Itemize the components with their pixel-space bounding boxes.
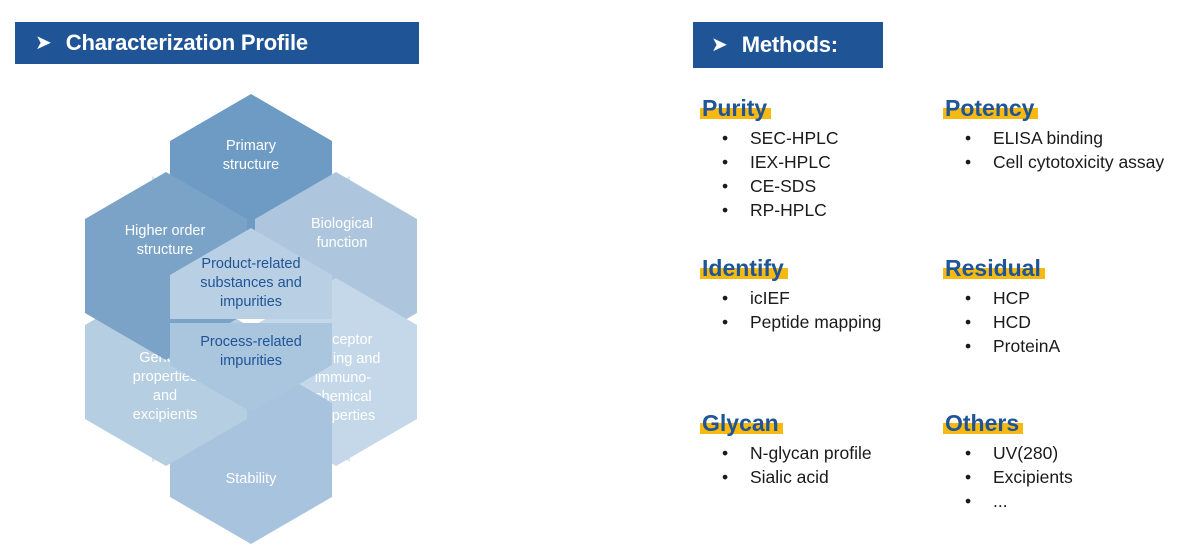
list-item-label: ...	[993, 491, 1008, 512]
list-item-label: Excipients	[993, 467, 1073, 488]
list-item-label: HCP	[993, 288, 1030, 308]
method-heading: Others	[943, 411, 1024, 435]
bullet-icon: •	[965, 467, 972, 488]
list-item-label: CE-SDS	[750, 176, 817, 197]
bullet-icon: •	[965, 312, 972, 333]
method-block-glycan: Glycan • N-glycan profile • Sialic acid	[700, 411, 935, 490]
list-item-label: UV(280)	[993, 443, 1059, 463]
list-item: • HCD	[943, 311, 1178, 334]
list-item: • ProteinA	[943, 335, 1178, 358]
list-item-label: ProteinA	[993, 336, 1061, 357]
list-item-label: ELISA binding	[993, 128, 1103, 148]
highlight-bar	[943, 108, 1039, 120]
svg-text:Primary: Primary	[226, 138, 277, 154]
bullet-icon: •	[722, 288, 729, 308]
list-item: • Peptide mapping	[700, 311, 935, 334]
svg-text:function: function	[317, 235, 368, 251]
method-item-list: • icIEF • Peptide mapping	[700, 287, 935, 334]
list-item: • RP-HPLC	[700, 199, 935, 222]
method-block-residual: Residual • HCP • HCD • ProteinA	[943, 256, 1178, 359]
bullet-icon: •	[722, 128, 729, 148]
svg-text:structure: structure	[137, 242, 193, 258]
bullet-icon: •	[965, 152, 972, 173]
methods-title: Methods:	[741, 32, 838, 57]
method-heading: Purity	[700, 96, 772, 120]
method-heading: Potency	[943, 96, 1039, 120]
bullet-icon: •	[965, 443, 972, 463]
list-item-label: N-glycan profile	[750, 443, 872, 463]
svg-text:Stability: Stability	[226, 471, 278, 487]
methods-grid: Purity • SEC-HPLC • IEX-HPLC • CE-SDS • RP-H…	[700, 96, 1190, 548]
list-item: • N-glycan profile	[700, 442, 935, 465]
highlight-bar	[943, 268, 1045, 280]
list-item-label: HCD	[993, 312, 1031, 333]
method-block-purity: Purity • SEC-HPLC • IEX-HPLC • CE-SDS • RP-H…	[700, 96, 935, 223]
svg-text:Higher order: Higher order	[125, 223, 206, 239]
bullet-icon: •	[722, 176, 729, 197]
svg-text:excipients: excipients	[133, 407, 197, 423]
method-block-potency: Potency • ELISA binding • Cell cytotoxicit…	[943, 96, 1178, 175]
list-item-label: Peptide mapping	[750, 312, 882, 333]
list-item: • Sialic acid	[700, 466, 935, 489]
list-item-label: SEC-HPLC	[750, 128, 839, 148]
arrow-right-icon: ➤	[35, 32, 52, 54]
bullet-icon: •	[965, 491, 972, 512]
svg-text:and: and	[153, 388, 177, 404]
list-item-label: Sialic acid	[750, 467, 829, 488]
svg-text:Process-related: Process-related	[200, 334, 302, 350]
method-block-identify: Identify • icIEF • Peptide mapping	[700, 256, 935, 335]
list-item-label: IEX-HPLC	[750, 152, 831, 173]
method-item-list: • SEC-HPLC • IEX-HPLC • CE-SDS • RP-HPLC	[700, 127, 935, 222]
bullet-icon: •	[965, 336, 972, 357]
list-item-label: icIEF	[750, 288, 790, 308]
list-item: • Excipients	[943, 466, 1178, 489]
method-heading: Glycan	[700, 411, 783, 435]
svg-text:Product-related: Product-related	[201, 256, 300, 272]
list-item: • icIEF	[700, 287, 935, 310]
method-item-list: • HCP • HCD • ProteinA	[943, 287, 1178, 358]
methods-title-bar: ➤ Methods:	[693, 22, 883, 68]
svg-text:substances and: substances and	[200, 275, 302, 291]
list-item: •...	[943, 490, 1178, 513]
bullet-icon: •	[722, 200, 729, 221]
highlight-bar	[700, 423, 783, 435]
bullet-icon: •	[965, 128, 972, 148]
hex-process-related: Process-related impurities	[170, 323, 332, 412]
bullet-icon: •	[722, 443, 729, 463]
method-item-list: • UV(280) • Excipients •...	[943, 442, 1178, 513]
list-item: • SEC-HPLC	[700, 127, 935, 150]
list-item: • HCP	[943, 287, 1178, 310]
highlight-bar	[943, 423, 1024, 435]
list-item: • UV(280)	[943, 442, 1178, 465]
list-item: • CE-SDS	[700, 175, 935, 198]
characterization-title-bar: ➤ Characterization Profile	[15, 22, 419, 64]
bullet-icon: •	[722, 152, 729, 173]
list-item-label: RP-HPLC	[750, 200, 827, 221]
svg-text:immuno-: immuno-	[315, 370, 372, 386]
method-block-others: Others • UV(280) • Excipients •...	[943, 411, 1178, 514]
bullet-icon: •	[722, 467, 729, 488]
list-item: • Cell cytotoxicity assay	[943, 151, 1178, 174]
svg-text:impurities: impurities	[220, 353, 282, 369]
svg-text:chemical: chemical	[314, 389, 371, 405]
highlight-bar	[700, 268, 788, 280]
method-item-list: • ELISA binding • Cell cytotoxicity assay	[943, 127, 1178, 174]
svg-text:structure: structure	[223, 157, 279, 173]
bullet-icon: •	[722, 312, 729, 333]
svg-text:properties: properties	[133, 369, 197, 385]
list-item: • ELISA binding	[943, 127, 1178, 150]
characterization-title: Characterization Profile	[65, 30, 308, 55]
method-heading: Identify	[700, 256, 788, 280]
svg-text:impurities: impurities	[220, 294, 282, 310]
hexagon-diagram: Primary structure Biological function Re…	[22, 88, 482, 550]
highlight-bar	[700, 108, 772, 120]
list-item-label: Cell cytotoxicity assay	[993, 152, 1165, 173]
hex-product-related: Product-related substances and impuritie…	[170, 228, 332, 319]
bullet-icon: •	[965, 288, 972, 308]
svg-text:Biological: Biological	[311, 216, 373, 232]
method-heading: Residual	[943, 256, 1045, 280]
method-item-list: • N-glycan profile • Sialic acid	[700, 442, 935, 489]
list-item: • IEX-HPLC	[700, 151, 935, 174]
arrow-right-icon: ➤	[711, 34, 728, 56]
